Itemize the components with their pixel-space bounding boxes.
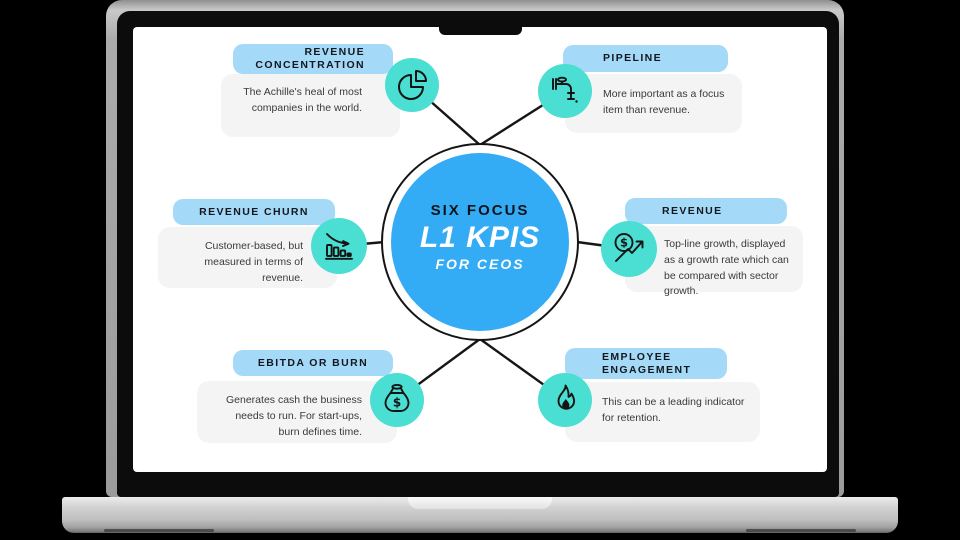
node-title-revenue-churn: REVENUE CHURN: [173, 199, 335, 225]
laptop-base: [62, 497, 898, 533]
node-title-revenue-concentration: REVENUE CONCENTRATION: [233, 44, 393, 74]
node-body-revenue-concentration: The Achille's heal of most companies in …: [221, 74, 400, 137]
declining-bars-icon: [311, 218, 367, 274]
center-hub-inner: SIX FOCUS L1 KPIS FOR CEOS: [391, 153, 569, 331]
node-title-revenue: REVENUE: [625, 198, 787, 224]
hub-kicker: SIX FOCUS: [430, 202, 530, 220]
node-body-employee-engagement: This can be a leading indicator for rete…: [565, 382, 760, 442]
laptop-screen: The Achille's heal of most companies in …: [133, 27, 827, 472]
node-title-employee-engagement: EMPLOYEE ENGAGEMENT: [565, 348, 727, 379]
svg-text:$: $: [393, 396, 401, 410]
node-title-ebitda-or-burn: EBITDA OR BURN: [233, 350, 393, 376]
svg-text:$: $: [620, 236, 628, 250]
money-bag-icon: $: [370, 373, 424, 427]
node-body-pipeline: More important as a focus item than reve…: [565, 74, 742, 133]
node-body-revenue-churn: Customer-based, but measured in terms of…: [158, 227, 337, 288]
hub-title: L1 KPIS: [419, 221, 541, 255]
node-body-ebitda-or-burn: Generates cash the business needs to run…: [197, 381, 397, 443]
hub-subtitle: FOR CEOS: [435, 255, 525, 272]
laptop-foot-left: [104, 529, 214, 532]
pipeline-icon: [538, 64, 592, 118]
node-title-pipeline: PIPELINE: [563, 45, 728, 72]
laptop-foot-right: [746, 529, 856, 532]
dollar-growth-icon: $: [601, 221, 657, 277]
flame-icon: [538, 373, 592, 427]
laptop-base-thumb-notch: [408, 497, 552, 509]
pie-chart-icon: [385, 58, 439, 112]
camera-notch: [439, 27, 522, 35]
center-hub-circle: SIX FOCUS L1 KPIS FOR CEOS: [381, 143, 579, 341]
